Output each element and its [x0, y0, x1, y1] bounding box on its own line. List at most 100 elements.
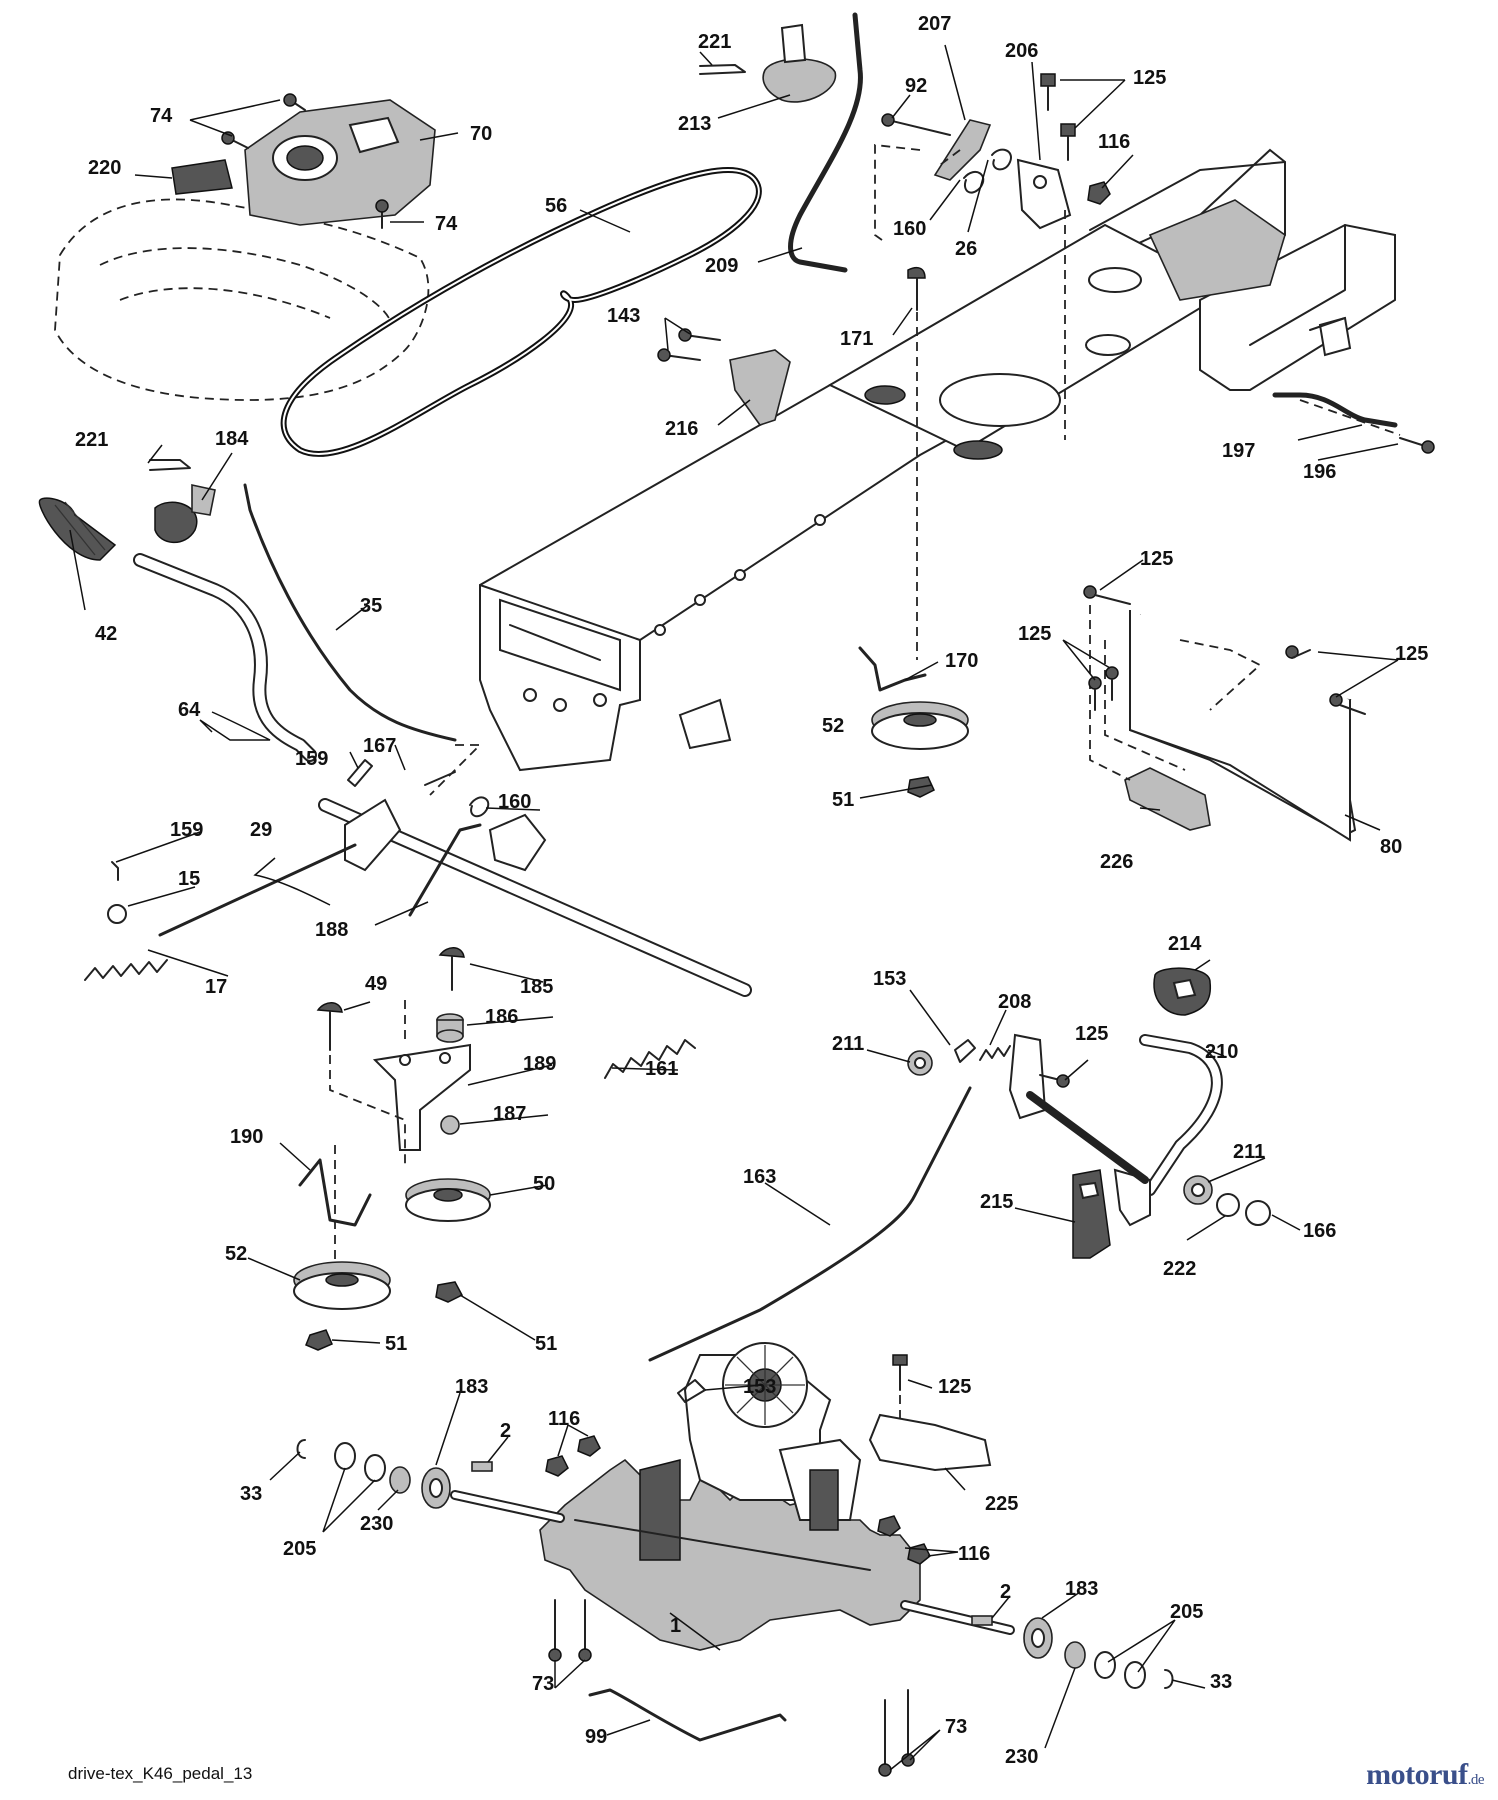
hitch-bar: [1272, 392, 1398, 428]
label-33-a: 33: [240, 1483, 262, 1505]
bracket-225: [868, 1413, 992, 1472]
label-187: 187: [493, 1103, 526, 1125]
hairpin-221-top: [699, 64, 746, 75]
label-116-a: 116: [548, 1408, 580, 1430]
bracket-207: [881, 113, 992, 181]
label-206: 206: [1005, 40, 1038, 62]
bolt-196: [1399, 437, 1435, 454]
shield-80: [1129, 610, 1357, 842]
label-161: 161: [645, 1058, 678, 1080]
label-125-r1: 125: [1140, 548, 1173, 570]
label-170: 170: [945, 650, 978, 672]
knob-213: [762, 23, 837, 103]
screws-74: [221, 93, 389, 229]
knob-184: [154, 484, 216, 544]
label-210: 210: [1205, 1041, 1238, 1063]
clip-160-mid: [469, 796, 490, 818]
washer-222: [1216, 1193, 1240, 1217]
label-188: 188: [315, 919, 348, 941]
bolt-125-low: [892, 1354, 908, 1391]
label-51-b: 51: [535, 1333, 557, 1355]
label-215: 215: [980, 1191, 1013, 1213]
label-80: 80: [1380, 836, 1402, 858]
rod-99: [588, 1688, 787, 1742]
label-190: 190: [230, 1126, 263, 1148]
watermark-logo: motoruf.de: [1366, 1758, 1484, 1792]
label-1: 1: [670, 1615, 681, 1637]
washer-205-left-b: [364, 1454, 386, 1482]
grip-42: [38, 497, 117, 561]
bracket-226: [1124, 767, 1211, 831]
washer-15: [107, 904, 127, 924]
label-163: 163: [743, 1166, 776, 1188]
label-52-low: 52: [225, 1243, 247, 1265]
leader-lines: [69, 44, 1399, 1771]
label-186: 186: [485, 1006, 518, 1028]
watermark-tld: .de: [1467, 1772, 1485, 1788]
label-116-b: 116: [958, 1543, 990, 1565]
label-197: 197: [1222, 440, 1255, 462]
pad-215: [1072, 1169, 1111, 1259]
label-125-pedal: 125: [1075, 1023, 1108, 1045]
label-125-top: 125: [1133, 67, 1166, 89]
bolts-125-top: [1040, 73, 1076, 161]
key-2-left: [471, 1461, 493, 1472]
label-50: 50: [533, 1173, 555, 1195]
bushing-211-a: [907, 1050, 933, 1076]
label-74-b: 74: [435, 213, 458, 235]
control-rod-163: [648, 1086, 972, 1362]
decal-220: [171, 159, 233, 195]
label-185: 185: [520, 976, 553, 998]
console-cover: [244, 99, 436, 226]
label-214: 214: [1168, 933, 1202, 955]
label-143: 143: [607, 305, 640, 327]
transaxle-1: [539, 1342, 921, 1651]
label-189: 189: [523, 1053, 556, 1075]
label-166: 166: [1303, 1220, 1336, 1242]
label-73-a: 73: [532, 1673, 554, 1695]
label-73-b: 73: [945, 1716, 967, 1738]
nuts-51-low: [305, 1281, 464, 1351]
bolt-49: [316, 1002, 343, 1051]
label-221-mid: 221: [75, 429, 108, 451]
key-2-right: [971, 1615, 993, 1626]
washer-205-right-a: [1094, 1651, 1116, 1679]
label-116-top: 116: [1098, 131, 1130, 153]
label-207: 207: [918, 13, 951, 35]
bracket-206: [1016, 158, 1072, 230]
label-171: 171: [840, 328, 873, 350]
label-205-b: 205: [1170, 1601, 1203, 1623]
label-35: 35: [360, 595, 382, 617]
diagram-caption: drive-tex_K46_pedal_13: [68, 1764, 253, 1783]
label-205-a: 205: [283, 1538, 316, 1560]
label-49: 49: [365, 973, 387, 995]
label-42: 42: [95, 623, 117, 645]
label-230-b: 230: [1005, 1746, 1038, 1768]
idler-arm-189: [372, 1043, 471, 1151]
callout-labels: 221 213 207 206 125 92 116 74 70 220 74 …: [75, 13, 1428, 1768]
label-226: 226: [1100, 851, 1133, 873]
washer-230-left: [389, 1466, 411, 1494]
label-51-top: 51: [832, 789, 854, 811]
label-159-a: 159: [295, 748, 328, 770]
label-221-top: 221: [698, 31, 731, 53]
label-211-b: 211: [1233, 1141, 1265, 1163]
label-196: 196: [1303, 461, 1336, 483]
clip-153-top: [954, 1039, 976, 1063]
rod-35: [243, 483, 457, 742]
belt-guide-170: [858, 646, 927, 692]
label-74-a: 74: [150, 105, 173, 127]
pulley-52-top: [871, 701, 969, 750]
chassis-frame: [479, 148, 1396, 772]
arm-29: [158, 798, 402, 937]
label-26: 26: [955, 238, 977, 260]
bearing-183-right: [1023, 1617, 1053, 1659]
label-160-mid: 160: [498, 791, 531, 813]
bolts-125-right: [1083, 585, 1366, 715]
label-92: 92: [905, 75, 927, 97]
eclip-33-right: [1164, 1669, 1174, 1689]
label-230-a: 230: [360, 1513, 393, 1535]
seat-pan: [54, 198, 430, 401]
label-15: 15: [178, 868, 200, 890]
spring-17: [84, 959, 168, 981]
